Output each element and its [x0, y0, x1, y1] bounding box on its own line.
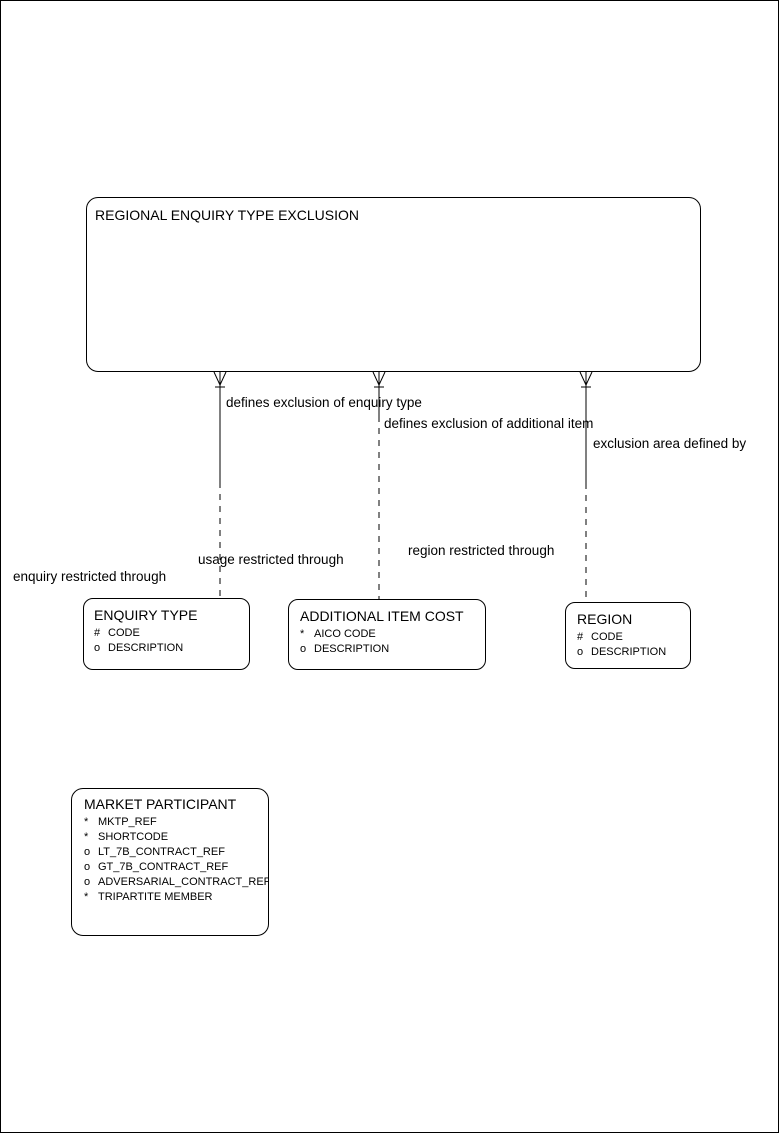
attribute-optionality-prefix: o [84, 876, 91, 888]
attribute-row: # CODE [577, 630, 690, 645]
relationship-label-defines-exclusion-of-additional-item[interactable]: defines exclusion of additional item [384, 416, 594, 431]
attribute-optionality-prefix: * [300, 628, 305, 640]
relationship-label-region-restricted-through[interactable]: region restricted through [408, 543, 555, 558]
crow-foot-icon [579, 371, 593, 386]
entity-title: ADDITIONAL ITEM COST [300, 608, 464, 624]
attribute-name: TRIPARTITE MEMBER [98, 891, 213, 903]
attribute-optionality-prefix: * [84, 831, 89, 843]
relationship-label-enquiry-restricted-through[interactable]: enquiry restricted through [13, 569, 167, 584]
entity-region[interactable]: REGION # CODE o DESCRIPTION [565, 602, 691, 669]
entity-title: REGION [577, 611, 633, 627]
attribute-optionality-prefix: o [577, 646, 584, 658]
attribute-optionality-prefix: o [300, 643, 307, 655]
attribute-row: o DESCRIPTION [94, 641, 249, 656]
entity-title: MARKET PARTICIPANT [84, 796, 237, 812]
attribute-row: o LT_7B_CONTRACT_REF [84, 845, 268, 860]
entity-regional-enquiry-type-exclusion[interactable]: REGIONAL ENQUIRY TYPE EXCLUSION [86, 197, 701, 372]
attribute-optionality-prefix: * [84, 891, 89, 903]
entity-title: ENQUIRY TYPE [94, 607, 198, 623]
attribute-row: o ADVERSARIAL_CONTRACT_REF [84, 875, 268, 890]
relationship-label-defines-exclusion-of-enquiry-type[interactable]: defines exclusion of enquiry type [226, 395, 422, 410]
entity-enquiry-type[interactable]: ENQUIRY TYPE # CODE o DESCRIPTION [83, 598, 250, 670]
attribute-row: o DESCRIPTION [300, 642, 485, 657]
relationship-line-enquiry-type[interactable] [213, 371, 227, 598]
attribute-name: MKTP_REF [98, 816, 157, 828]
entity-title: REGIONAL ENQUIRY TYPE EXCLUSION [95, 207, 360, 223]
attribute-optionality-prefix: o [84, 846, 91, 858]
attribute-name: DESCRIPTION [108, 642, 184, 654]
relationship-label-exclusion-area-defined-by[interactable]: exclusion area defined by [593, 436, 747, 451]
attribute-row: * TRIPARTITE MEMBER [84, 890, 268, 905]
crow-foot-icon [372, 371, 386, 386]
attribute-row: o GT_7B_CONTRACT_REF [84, 860, 268, 875]
relationship-label-usage-restricted-through[interactable]: usage restricted through [198, 552, 344, 567]
attribute-name: DESCRIPTION [314, 643, 390, 655]
attribute-optionality-prefix: # [577, 631, 584, 643]
attribute-name: LT_7B_CONTRACT_REF [98, 846, 225, 858]
attribute-name: CODE [591, 631, 623, 643]
attribute-optionality-prefix: * [84, 816, 89, 828]
attribute-row: # CODE [94, 626, 249, 641]
crow-foot-icon [213, 371, 227, 386]
entity-market-participant[interactable]: MARKET PARTICIPANT * MKTP_REF * SHORTCOD… [71, 788, 269, 936]
attribute-name: AICO CODE [314, 628, 376, 640]
attribute-optionality-prefix: o [94, 642, 101, 654]
attribute-name: CODE [108, 627, 140, 639]
attribute-name: ADVERSARIAL_CONTRACT_REF [98, 876, 269, 888]
attribute-row: o DESCRIPTION [577, 645, 690, 660]
attribute-row: * SHORTCODE [84, 830, 268, 845]
attribute-optionality-prefix: o [84, 861, 91, 873]
relationship-line-region[interactable] [579, 371, 593, 602]
attribute-name: GT_7B_CONTRACT_REF [98, 861, 229, 873]
attribute-name: SHORTCODE [98, 831, 169, 843]
attribute-optionality-prefix: # [94, 627, 101, 639]
entity-additional-item-cost[interactable]: ADDITIONAL ITEM COST * AICO CODE o DESCR… [288, 599, 486, 670]
attribute-name: DESCRIPTION [591, 646, 667, 658]
relationship-line-additional-item-cost[interactable] [372, 371, 386, 599]
attribute-row: * AICO CODE [300, 627, 485, 642]
attribute-row: * MKTP_REF [84, 815, 268, 830]
